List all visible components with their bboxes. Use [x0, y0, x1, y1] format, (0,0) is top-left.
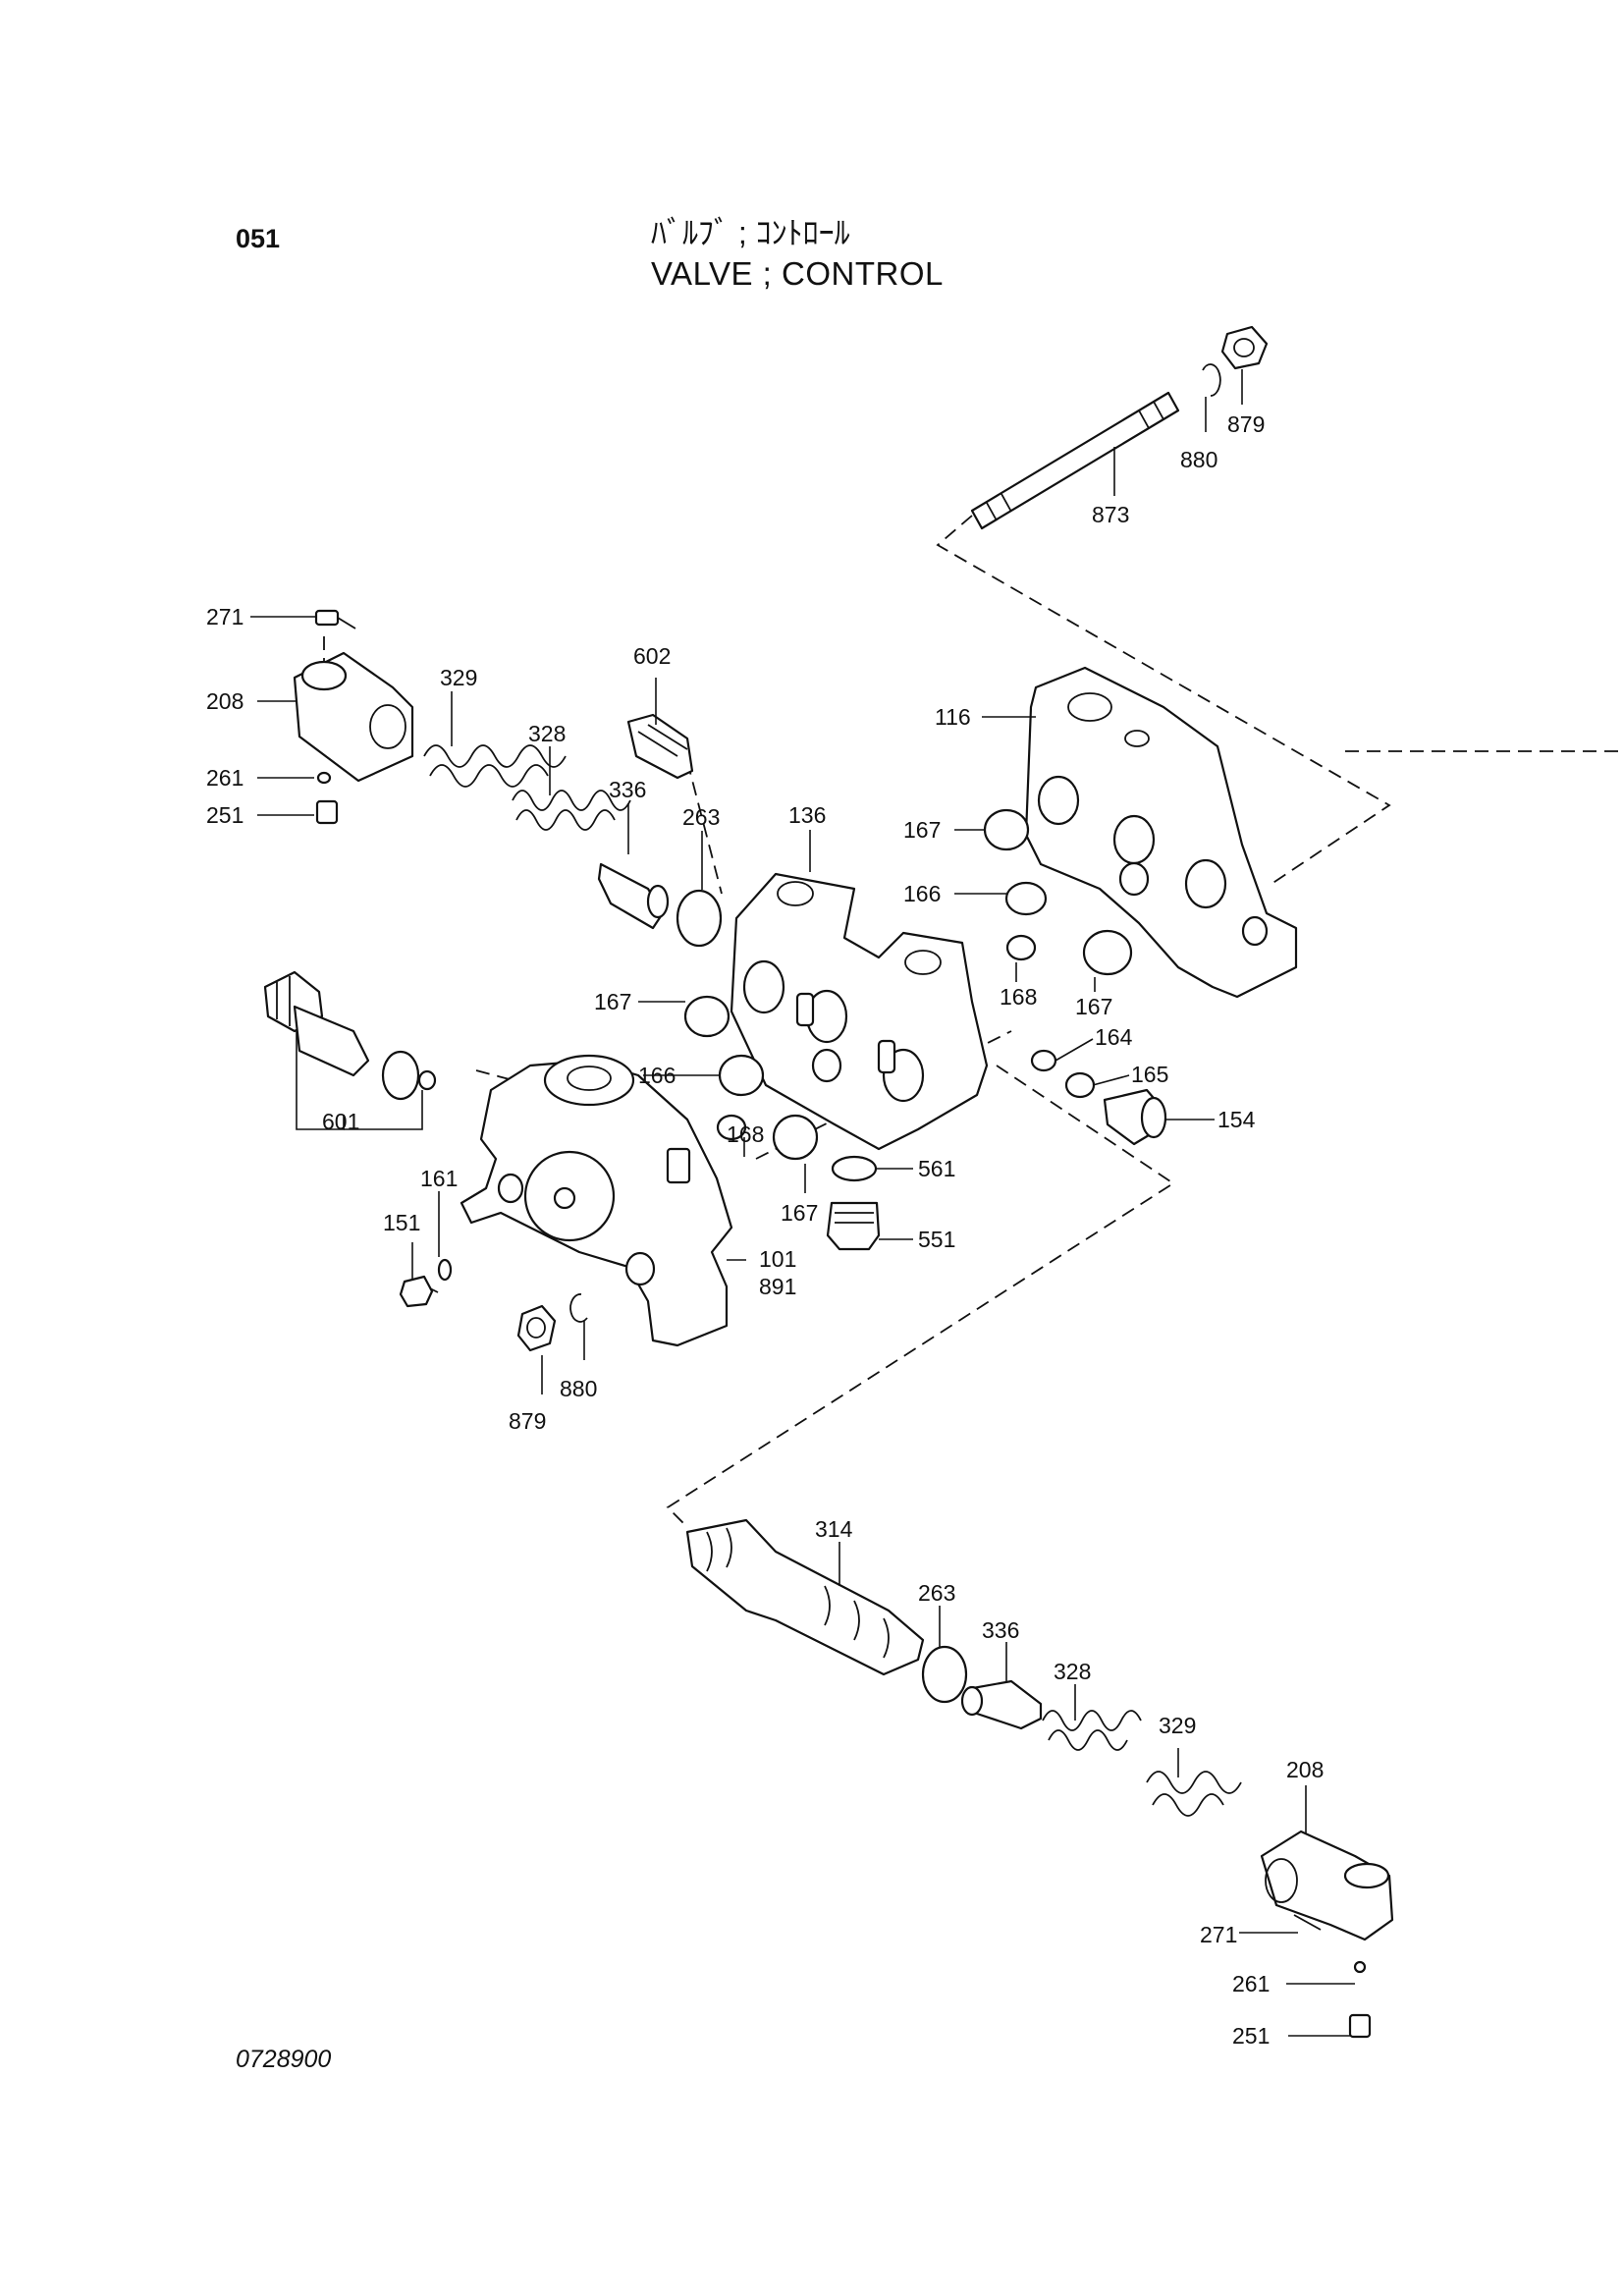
callout-879-lower: 879: [509, 1408, 546, 1434]
cap-208-lower: [1260, 1830, 1394, 1941]
o-ring-261-top: [316, 771, 332, 785]
callout-167-lower: 167: [781, 1200, 818, 1226]
plug-251-lower: [1348, 2013, 1372, 2039]
o-ring-561: [831, 1155, 878, 1182]
o-rings-167-166-168: [683, 808, 1133, 1161]
callout-263-lower: 263: [918, 1580, 955, 1606]
callout-167-right-b: 167: [1075, 994, 1112, 1019]
nut-879-lower: [516, 1304, 557, 1352]
spring-328-lower: [1042, 1710, 1142, 1751]
callout-336-lower: 336: [982, 1617, 1019, 1643]
callout-329-lower: 329: [1159, 1713, 1196, 1738]
page-number: 051: [236, 224, 281, 253]
washer-880-lower: [569, 1293, 588, 1323]
callout-165: 165: [1131, 1062, 1168, 1087]
callout-167-left: 167: [594, 989, 631, 1014]
leader-lines: [250, 369, 1355, 2037]
callout-880-top: 880: [1180, 447, 1217, 472]
callout-151: 151: [383, 1210, 420, 1235]
spacer-336-lower: [960, 1679, 1043, 1730]
callout-116: 116: [935, 704, 971, 730]
callout-164: 164: [1095, 1024, 1133, 1050]
callout-328-lower: 328: [1054, 1659, 1091, 1684]
callout-601: 601: [322, 1109, 359, 1134]
housing-101: [460, 1054, 733, 1347]
callout-101: 101: [759, 1246, 796, 1272]
plug-151: [399, 1275, 439, 1308]
drawing-number: 0728900: [236, 2046, 332, 2073]
callout-251-lower: 251: [1232, 2023, 1270, 2049]
screw-271-lower: [1293, 1914, 1322, 1931]
callout-154: 154: [1217, 1107, 1256, 1132]
plug-251-top: [315, 799, 339, 825]
washer-880-top: [1202, 363, 1221, 397]
callout-328-top: 328: [528, 721, 566, 746]
callout-161: 161: [420, 1166, 458, 1191]
spring-329-lower: [1146, 1771, 1242, 1817]
spool-314: [685, 1518, 925, 1676]
callout-167-right-a: 167: [903, 817, 941, 843]
valve-body-136: [730, 872, 989, 1151]
callout-251-top: 251: [206, 802, 243, 828]
o-ring-263-lower: [921, 1645, 968, 1704]
title-japanese: ﾊﾞﾙﾌﾞ ; ｺﾝﾄﾛｰﾙ: [651, 215, 850, 250]
callout-261-top: 261: [206, 765, 243, 791]
spacer-336-top: [597, 862, 670, 930]
callout-261-lower: 261: [1232, 1971, 1270, 1996]
callout-551: 551: [918, 1227, 955, 1252]
title-english: VALVE ; CONTROL: [651, 255, 944, 292]
o-ring-601b: [417, 1069, 437, 1091]
callout-891: 891: [759, 1274, 796, 1299]
callout-208-lower: 208: [1286, 1757, 1324, 1782]
callout-168-left: 168: [727, 1121, 764, 1147]
cap-208-top: [293, 651, 414, 783]
callout-208-top: 208: [206, 688, 243, 714]
plug-154: [1103, 1088, 1167, 1146]
callout-602: 602: [633, 643, 671, 669]
stud-873: [970, 391, 1180, 530]
callout-168-right: 168: [1000, 984, 1037, 1010]
callout-166-right: 166: [903, 881, 941, 906]
callout-263-top: 263: [682, 804, 720, 830]
callout-561: 561: [918, 1156, 955, 1181]
o-ring-161: [437, 1258, 453, 1282]
callout-271-lower: 271: [1200, 1922, 1237, 1947]
screw-271-top: [314, 609, 356, 629]
plug-551: [826, 1201, 881, 1251]
callout-879-top: 879: [1227, 411, 1265, 437]
o-ring-601a: [381, 1050, 420, 1101]
callout-136: 136: [788, 802, 826, 828]
callout-166-left: 166: [638, 1063, 676, 1088]
callout-329-top: 329: [440, 665, 477, 690]
o-ring-261-lower: [1353, 1960, 1367, 1974]
callout-271-top: 271: [206, 604, 243, 629]
callout-336-top: 336: [609, 777, 646, 802]
o-ring-164: [1030, 1049, 1057, 1072]
spring-329-top: [423, 744, 567, 788]
valve-body-116: [1024, 666, 1298, 999]
relief-valve-602: [626, 713, 694, 780]
callout-880-lower: 880: [560, 1376, 597, 1401]
spring-328-top: [512, 790, 631, 831]
callout-873: 873: [1092, 502, 1129, 527]
o-ring-165: [1064, 1071, 1096, 1099]
callout-labels: 879 880 873 271 208 329 328 602 116 261 …: [206, 411, 1324, 2049]
o-ring-263-top: [676, 889, 723, 948]
callout-314: 314: [815, 1516, 853, 1542]
nut-879-top: [1220, 325, 1269, 370]
valve-601: [263, 970, 370, 1077]
